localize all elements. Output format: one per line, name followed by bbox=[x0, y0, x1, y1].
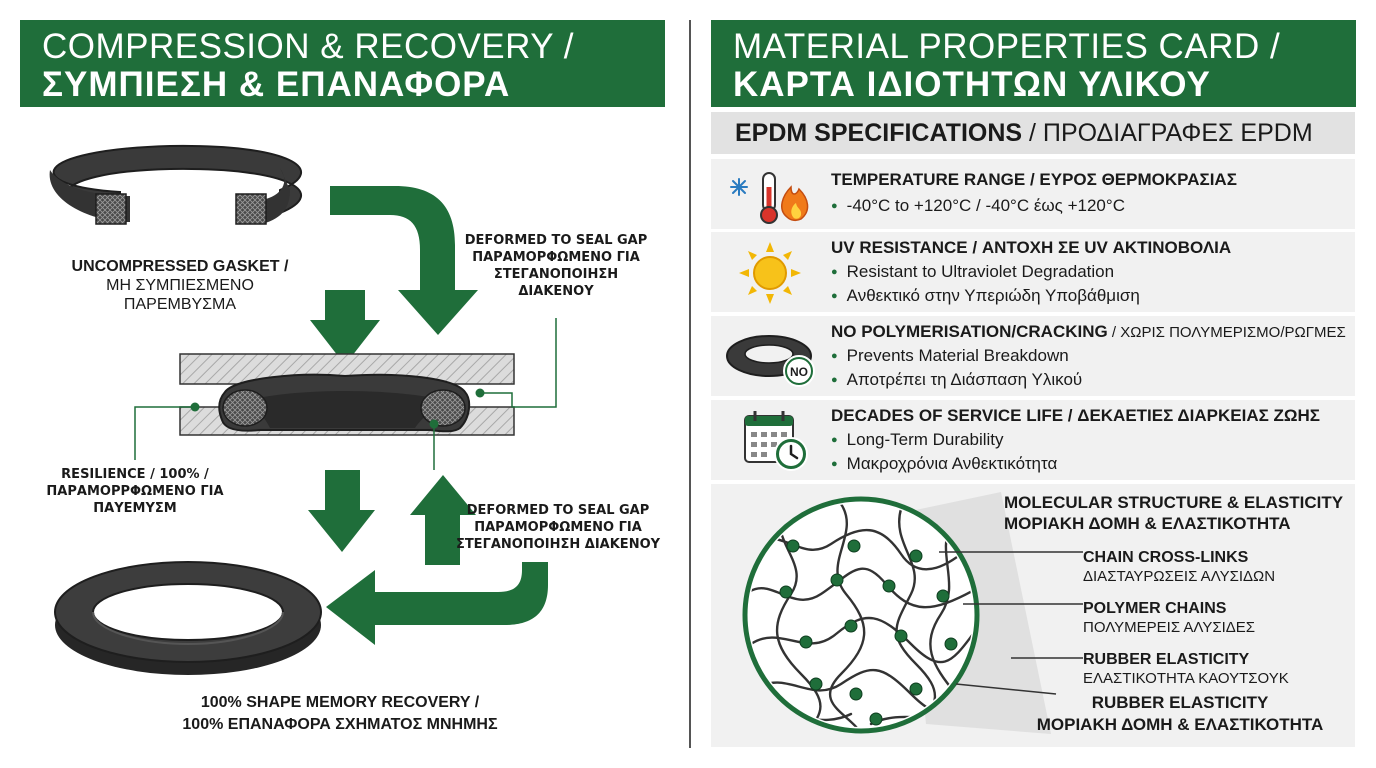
curved-arrow-top-icon bbox=[330, 186, 478, 335]
deformed-bottom-en: DEFORMED TO SEAL GAP bbox=[466, 503, 650, 518]
temperature-title: TEMPERATURE RANGE / ΕΥΡΟΣ ΘΕΡΜΟΚΡΑΣΙΑΣ bbox=[831, 170, 1237, 189]
temperature-bullet-1: -40°C to +120°C / -40°C έως +120°C bbox=[831, 196, 1125, 216]
resilience-en: RESILIENCE / 100% / bbox=[61, 467, 209, 482]
recovery-gr: 100% ΕΠΑΝΑΦΟΡΑ ΣΧΗΜΑΤΟΣ ΜΝΗΜΗΣ bbox=[182, 716, 498, 733]
mol-label-cross-links-en: CHAIN CROSS-LINKS bbox=[1083, 549, 1249, 566]
recovery-en: 100% SHAPE MEMORY RECOVERY / bbox=[200, 694, 480, 711]
spec-row-no-cracking: NO NO POLYMERISATION/CRACKING / ΧΩΡΙΣ ΠΟ… bbox=[711, 316, 1355, 396]
mol-label-cross-links: CHAIN CROSS-LINKS ΔΙΑΣΤΑΥΡΩΣΕΙΣ ΑΛΥΣΙΔΩΝ bbox=[1083, 548, 1275, 586]
spec-header-en: EPDM SPECIFICATIONS bbox=[735, 119, 1023, 147]
spec-header: EPDM SPECIFICATIONS / ΠΡΟΔΙΑΓΡΑΦΕΣ EPDM bbox=[711, 112, 1355, 154]
recovery-label: 100% SHAPE MEMORY RECOVERY / 100% ΕΠΑΝΑΦ… bbox=[130, 692, 550, 736]
sun-icon bbox=[739, 242, 801, 304]
spec-row-uv: UV RESISTANCE / ΑΝΤΟΧΗ ΣΕ UV ΑΚΤΙΝΟΒΟΛΙΑ… bbox=[711, 232, 1355, 312]
arrow-down-bottom-icon bbox=[308, 470, 375, 552]
service-life-bullet-2: Μακροχρόνια Ανθεκτικότητα bbox=[831, 454, 1058, 474]
uncompressed-label: UNCOMPRESSED GASKET / ΜΗ ΣΥΜΠΙΕΣΜΕΝΟ ΠΑΡ… bbox=[40, 257, 320, 314]
deformed-top-en: DEFORMED TO SEAL GAP bbox=[464, 233, 648, 248]
arrow-down-top-icon bbox=[310, 290, 380, 365]
uncompressed-label-en: UNCOMPRESSED GASKET / bbox=[71, 258, 289, 275]
resilience-gr2: ΠΑΥΕΜΥΣΜ bbox=[93, 501, 177, 516]
deformed-bottom-gr1: ΠΑΡΑΜΟΡΦΩΜΕΝΟ ΓΙΑ bbox=[474, 520, 642, 535]
resilience-gr1: ΠΑΡΑΜΟΡΡΦΩΜΕΝΟ ΓΙΑ bbox=[46, 484, 224, 499]
right-banner: MATERIAL PROPERTIES CARD / ΚΑΡΤΑ ΙΔΙΟΤΗΤ… bbox=[711, 20, 1356, 107]
no-cracking-title: NO POLYMERISATION/CRACKING / ΧΩΡΙΣ ΠΟΛΥΜ… bbox=[831, 322, 1346, 342]
uv-bullet-1: Resistant to Ultraviolet Degradation bbox=[831, 262, 1114, 282]
mol-label-rubber-elasticity-2: RUBBER ELASTICITY ΜΟΡΙΑΚΗ ΔΟΜΗ & ΕΛΑΣΤΙΚ… bbox=[1030, 692, 1330, 736]
return-arrow-icon bbox=[326, 562, 548, 645]
recovered-gasket-icon bbox=[54, 561, 322, 675]
left-banner-title-en: COMPRESSION & RECOVERY / bbox=[42, 27, 574, 66]
deformed-bottom-gr2: ΣΤΕΓΑΝΟΠΟΙΗΣΗ ΔΙΑΚΕΝΟΥ bbox=[455, 537, 661, 552]
spec-header-gr: / ΠΡΟΔΙΑΓΡΑΦΕΣ EPDM bbox=[1022, 119, 1313, 147]
thermometer-icon bbox=[730, 172, 809, 224]
uncompressed-label-gr1: ΜΗ ΣΥΜΠΙΕΣΜΕΝΟ bbox=[106, 277, 254, 294]
molecular-diagram bbox=[742, 492, 1083, 734]
compression-block bbox=[179, 353, 515, 436]
calendar-clock-icon bbox=[744, 411, 808, 471]
deformed-bottom-label: DEFORMED TO SEAL GAP ΠΑΡΑΜΟΡΦΩΜΕΝΟ ΓΙΑ Σ… bbox=[448, 502, 668, 553]
spec-row-temperature: TEMPERATURE RANGE / ΕΥΡΟΣ ΘΕΡΜΟΚΡΑΣΙΑΣ -… bbox=[711, 159, 1355, 229]
uv-title: UV RESISTANCE / ΑΝΤΟΧΗ ΣΕ UV ΑΚΤΙΝΟΒΟΛΙΑ bbox=[831, 238, 1232, 257]
right-banner-title-gr: ΚΑΡΤΑ ΙΔΙΟΤΗΤΩΝ ΥΛΙΚΟΥ bbox=[733, 65, 1211, 104]
arrow-up-icon bbox=[410, 475, 476, 565]
deformed-top-label: DEFORMED TO SEAL GAP ΠΑΡΑΜΟΡΦΩΜΕΝΟ ΓΙΑ Σ… bbox=[456, 232, 656, 300]
left-banner-title-gr: ΣΥΜΠΙΕΣΗ & ΕΠΑΝΑΦΟΡΑ bbox=[42, 65, 511, 104]
callout-lines bbox=[134, 318, 557, 470]
left-banner: COMPRESSION & RECOVERY / ΣΥΜΠΙΕΣΗ & ΕΠΑΝ… bbox=[20, 20, 665, 107]
uncompressed-gasket-icon bbox=[49, 144, 302, 225]
mol-label-rubber-elasticity-en: RUBBER ELASTICITY bbox=[1083, 651, 1250, 668]
mol-label-rubber-elasticity: RUBBER ELASTICITY ΕΛΑΣΤΙΚΟΤΗΤΑ ΚΑΟΥΤΣΟΥΚ bbox=[1083, 650, 1289, 688]
deformed-top-gr3: ΔΙΑΚΕΝΟΥ bbox=[518, 284, 594, 299]
resilience-label: RESILIENCE / 100% / ΠΑΡΑΜΟΡΡΦΩΜΕΝΟ ΓΙΑ Π… bbox=[40, 466, 230, 517]
service-life-bullet-1: Long-Term Durability bbox=[831, 430, 1004, 450]
uncompressed-label-gr2: ΠΑΡΕΜΒΥΣΜΑ bbox=[123, 296, 237, 313]
uv-bullet-2: Ανθεκτικό στην Υπεριώδη Υποβάθμιση bbox=[831, 286, 1140, 306]
no-cracking-title-gr: / ΧΩΡΙΣ ΠΟΛΥΜΕΡΙΣΜΟ/ΡΩΓΜΕΣ bbox=[1107, 324, 1346, 341]
spec-row-service-life: DECADES OF SERVICE LIFE / ΔΕΚΑΕΤΙΕΣ ΔΙΑΡ… bbox=[711, 400, 1355, 480]
panel-divider bbox=[689, 20, 691, 748]
service-life-title: DECADES OF SERVICE LIFE / ΔΕΚΑΕΤΙΕΣ ΔΙΑΡ… bbox=[831, 406, 1321, 425]
mol-label-rubber-elasticity-gr: ΕΛΑΣΤΙΚΟΤΗΤΑ ΚΑΟΥΤΣΟΥΚ bbox=[1083, 670, 1289, 687]
mol-label-polymer-chains-gr: ΠΟΛΥΜΕΡΕΙΣ ΑΛΥΣΙΔΕΣ bbox=[1083, 619, 1256, 636]
molecular-title-en: MOLECULAR STRUCTURE & ELASTICITY bbox=[1004, 493, 1344, 512]
right-banner-title-en: MATERIAL PROPERTIES CARD / bbox=[733, 27, 1281, 66]
no-cracking-bullet-2: Αποτρέπει τη Διάσπαση Υλικού bbox=[831, 370, 1083, 390]
deformed-top-gr2: ΣΤΕΓΑΝΟΠΟΙΗΣΗ bbox=[493, 267, 619, 282]
molecular-title-gr: ΜΟΡΙΑΚΗ ΔΟΜΗ & ΕΛΑΣΤΙΚΟΤΗΤΑ bbox=[1004, 514, 1291, 533]
mol-label-polymer-chains-en: POLYMER CHAINS bbox=[1083, 600, 1227, 617]
no-badge-text: NO bbox=[790, 365, 808, 379]
no-cracking-bullet-1: Prevents Material Breakdown bbox=[831, 346, 1069, 366]
molecular-title: MOLECULAR STRUCTURE & ELASTICITY ΜΟΡΙΑΚΗ… bbox=[1004, 492, 1343, 534]
mol-label-rubber-elasticity-2-gr: ΜΟΡΙΑΚΗ ΔΟΜΗ & ΕΛΑΣΤΙΚΟΤΗΤΑ bbox=[1036, 715, 1324, 734]
mol-label-polymer-chains: POLYMER CHAINS ΠΟΛΥΜΕΡΕΙΣ ΑΛΥΣΙΔΕΣ bbox=[1083, 599, 1255, 637]
gasket-no-icon: NO bbox=[726, 335, 815, 387]
deformed-top-gr1: ΠΑΡΑΜΟΡΦΩΜΕΝΟ ΓΙΑ bbox=[472, 250, 640, 265]
compression-diagram bbox=[49, 144, 557, 675]
no-cracking-title-en: NO POLYMERISATION/CRACKING bbox=[831, 322, 1108, 341]
mol-label-cross-links-gr: ΔΙΑΣΤΑΥΡΩΣΕΙΣ ΑΛΥΣΙΔΩΝ bbox=[1083, 568, 1276, 585]
mol-label-rubber-elasticity-2-en: RUBBER ELASTICITY bbox=[1091, 693, 1269, 712]
